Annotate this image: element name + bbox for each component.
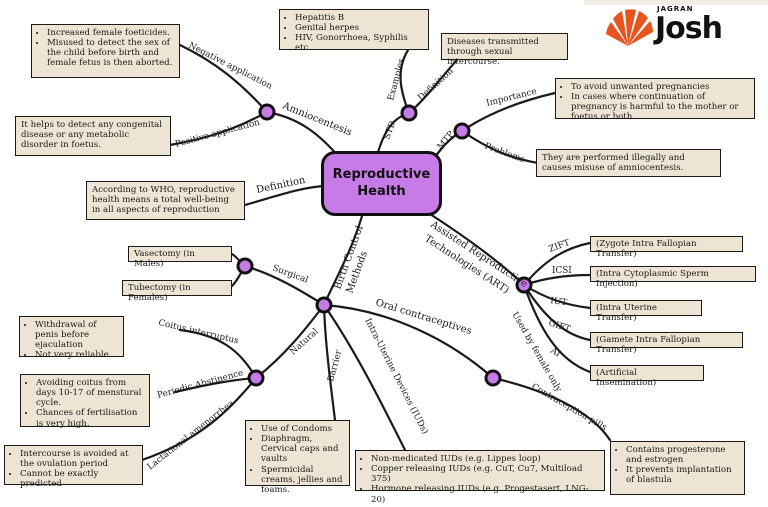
node-art bbox=[515, 276, 533, 294]
box-lactational: Intercourse is avoided at the ovulation … bbox=[4, 445, 143, 489]
branch-positive bbox=[168, 110, 269, 147]
label-lactational: Lactational amenorrhea bbox=[146, 398, 237, 472]
label-surgical: Surgical bbox=[271, 263, 310, 285]
branch-def bbox=[243, 184, 325, 207]
box-ai: (Artificial Insemination) bbox=[590, 365, 704, 388]
branch-problems bbox=[460, 129, 540, 165]
label-problems: Problems bbox=[483, 141, 526, 165]
label-rh-definition: Definition bbox=[255, 175, 307, 196]
box-iut: (Intra Uterine Transfer) bbox=[590, 300, 702, 323]
label-icsi: ICSI bbox=[552, 266, 572, 276]
box-icsi: (Intra Cytoplasmic Sperm Injection) bbox=[590, 266, 756, 289]
branch-icsi bbox=[522, 273, 592, 287]
branch-surgical bbox=[243, 264, 326, 307]
box-positive-application: It helps to detect any congenital diseas… bbox=[15, 116, 171, 156]
box-rh-definition: According to WHO, reproductive health me… bbox=[86, 181, 245, 220]
jagran-josh-logo: JAGRAN Josh bbox=[603, 2, 723, 50]
box-vasectomy: Vasectomy (in Males) bbox=[128, 246, 232, 269]
box-tubectomy: Tubectomy (in Females) bbox=[122, 280, 232, 303]
sunburst-logo-icon bbox=[606, 9, 653, 46]
branch-lactational bbox=[140, 376, 258, 462]
label-negative-application: Negative application bbox=[187, 41, 274, 92]
logo-jagran-text: JAGRAN bbox=[657, 5, 694, 13]
box-importance: To avoid unwanted pregnanciesIn cases wh… bbox=[555, 78, 755, 122]
label-std-definition: Definition bbox=[416, 66, 456, 103]
label-coitus: Coitus interruptus bbox=[157, 318, 240, 346]
label-pills: Contraception pills bbox=[530, 382, 609, 433]
label-mtp: MTP bbox=[436, 130, 457, 152]
label-std: STD bbox=[382, 120, 398, 141]
branch-art bbox=[428, 212, 526, 287]
node-natural bbox=[247, 369, 265, 387]
branch-coitus bbox=[178, 328, 258, 380]
box-periodic: Avoiding coitus from days 10-17 of menst… bbox=[20, 374, 150, 429]
center-title-line2: Health bbox=[357, 183, 406, 199]
box-negative-application: Increased female foeticides.Misused to d… bbox=[31, 24, 180, 78]
logo-josh-text: Josh bbox=[655, 11, 723, 46]
branch-barrier bbox=[322, 303, 337, 422]
box-gift: (Gamete Intra Fallopian Transfer) bbox=[590, 332, 743, 355]
label-gift: GIFT bbox=[547, 318, 572, 334]
branch-natural bbox=[254, 303, 326, 380]
top-strip bbox=[584, 0, 768, 5]
branch-iud bbox=[322, 303, 407, 452]
branch-negative bbox=[178, 43, 269, 114]
box-problems: They are performed illegally and causes … bbox=[536, 149, 721, 177]
node-surgical bbox=[236, 257, 254, 275]
label-zift: ZIFT bbox=[548, 238, 572, 255]
label-positive-application: Positive application bbox=[174, 118, 261, 150]
box-iud: Non-medicated IUDs (e.g. Lippes loop)Cop… bbox=[355, 450, 605, 505]
label-iut: IUT bbox=[550, 296, 568, 308]
box-std-definition: Diseases transmitted through sexual inte… bbox=[441, 33, 568, 67]
branch-ai bbox=[522, 283, 592, 374]
branch-pills bbox=[491, 376, 612, 442]
box-std-examples: Hepatitis BGenital herpesHIV, Gonorrhoea… bbox=[279, 9, 429, 53]
box-barrier: Use of CondomsDiaphragm, Cervical caps a… bbox=[245, 420, 350, 495]
branch-oral bbox=[322, 303, 495, 380]
center-title-line1: Reproductive bbox=[332, 166, 431, 182]
branch-gift bbox=[522, 283, 592, 342]
box-coitus: Withdrawal of penis before ejaculationNo… bbox=[19, 316, 124, 360]
node-oral bbox=[484, 369, 502, 387]
node-birth-control bbox=[315, 296, 333, 314]
center-node: Reproductive Health bbox=[321, 151, 442, 216]
label-ai: AI bbox=[548, 345, 562, 359]
node-amniocentesis bbox=[258, 103, 276, 121]
label-periodic: Periodic Abstinence bbox=[156, 368, 244, 401]
node-std bbox=[400, 104, 418, 122]
box-zift: (Zygote Intra Fallopian Transfer) bbox=[590, 236, 743, 259]
branch-importance bbox=[460, 91, 557, 133]
box-pills: Contains progesterone and estrogenIt pre… bbox=[610, 441, 745, 495]
branch-zift bbox=[522, 241, 592, 287]
label-iud: Intra-Uterine Devices (IUDs) bbox=[362, 316, 430, 436]
node-mtp bbox=[453, 122, 471, 140]
